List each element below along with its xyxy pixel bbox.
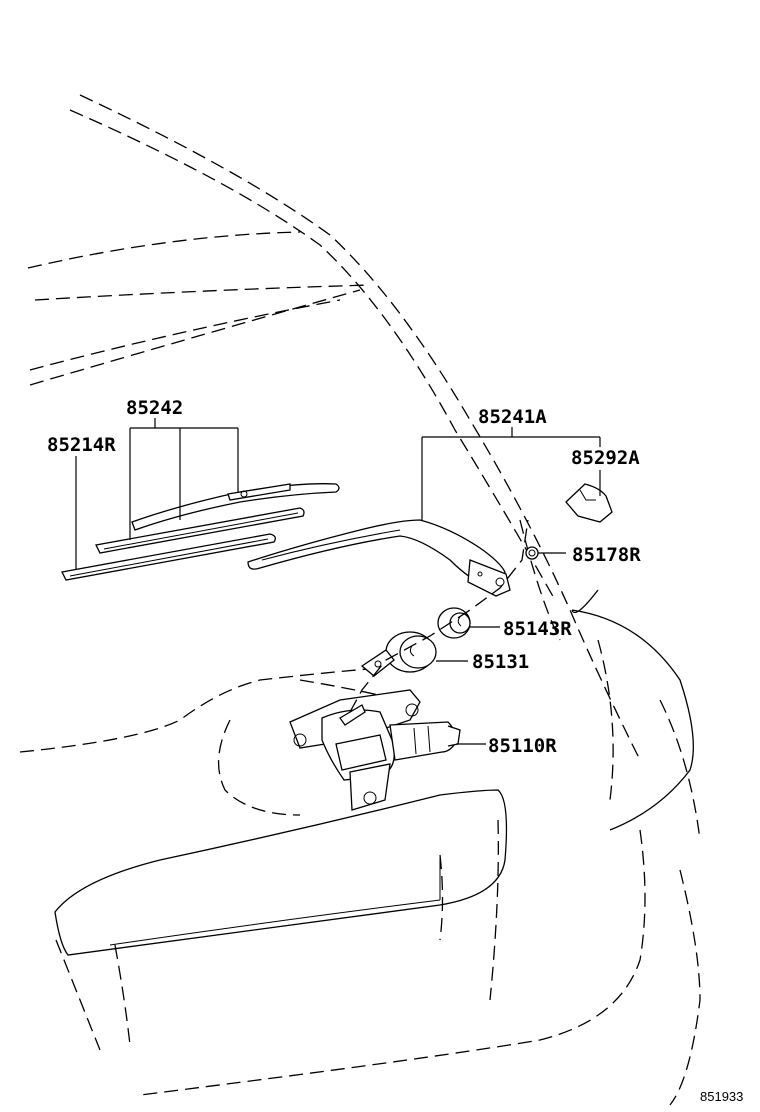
vehicle-body-outline [19, 94, 701, 1106]
label-wiper-arm: 85241A [478, 406, 547, 428]
label-arm-cap: 85292A [571, 447, 640, 469]
label-cap-grommet: 85143R [503, 618, 572, 640]
nut [525, 546, 539, 560]
arm-cap [565, 483, 613, 523]
wiper-motor [289, 689, 461, 811]
wiper-arm [247, 519, 511, 597]
label-wiper-blade-rubber: 85214R [47, 434, 116, 456]
figure-number: 851933 [700, 1089, 743, 1104]
wiper-blade-assembly [61, 483, 340, 581]
pivot-seal [360, 631, 437, 677]
leader-lines [75, 418, 601, 745]
back-door-panel [54, 589, 694, 956]
label-pivot-seal: 85131 [472, 651, 529, 673]
pivot-centerline [349, 519, 529, 713]
label-wiper-blade: 85242 [126, 397, 183, 419]
label-nut: 85178R [572, 544, 641, 566]
label-wiper-motor: 85110R [488, 735, 557, 757]
